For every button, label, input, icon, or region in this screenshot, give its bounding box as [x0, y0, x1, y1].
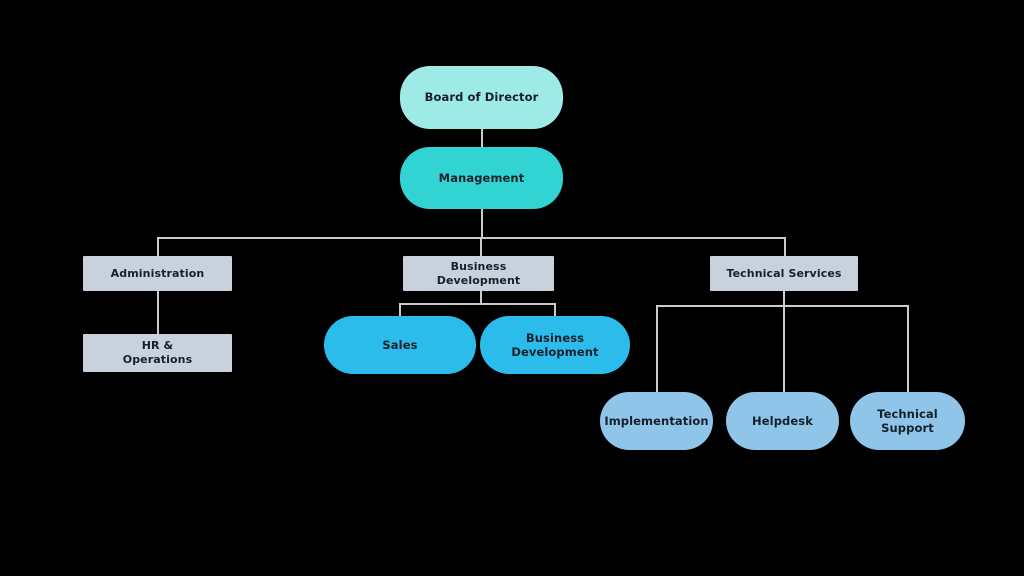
connector-bd-bar	[399, 303, 556, 305]
node-sales[interactable]: Sales	[324, 316, 476, 374]
node-helpdesk[interactable]: Helpdesk	[726, 392, 839, 450]
node-label-line2: Development	[511, 345, 599, 359]
connector-bd-trunk	[480, 290, 482, 304]
connector-drop-administration	[157, 237, 159, 256]
connector-board-to-management	[481, 128, 483, 150]
connector-drop-implementation	[656, 305, 658, 393]
connector-drop-technical-support	[907, 305, 909, 393]
connector-management-trunk	[481, 208, 483, 238]
connector-drop-helpdesk	[783, 305, 785, 393]
connector-ts-bar	[656, 305, 909, 307]
node-label: Business Development	[436, 259, 521, 287]
node-management[interactable]: Management	[400, 147, 563, 209]
node-label-line1: Business	[525, 330, 585, 345]
node-label-line2: Support	[881, 421, 934, 435]
node-label-line1: HR &	[141, 339, 174, 353]
node-label-line2: Operations	[122, 353, 193, 366]
node-label: Management	[438, 170, 525, 185]
node-label: Helpdesk	[752, 413, 813, 428]
connector-drop-sales	[399, 303, 401, 317]
node-business-development[interactable]: Business Development	[403, 256, 554, 291]
node-hr-operations[interactable]: HR & Operations	[83, 334, 232, 372]
node-label: Administration	[110, 266, 205, 280]
connector-ts-trunk	[783, 290, 785, 306]
connector-drop-bd-unit	[554, 303, 556, 317]
connector-drop-technical-services	[784, 237, 786, 256]
node-technical-services[interactable]: Technical Services	[710, 256, 858, 291]
node-administration[interactable]: Administration	[83, 256, 232, 291]
node-board-of-director[interactable]: Board of Director	[400, 66, 563, 129]
node-business-development-unit[interactable]: Business Development	[480, 316, 630, 374]
node-label: Technical Services	[726, 266, 842, 280]
connector-level2-bar	[157, 237, 786, 239]
node-label: Sales	[382, 337, 418, 352]
connector-administration-to-hr	[157, 290, 159, 334]
node-implementation[interactable]: Implementation	[600, 392, 713, 450]
node-label: Implementation	[604, 413, 709, 428]
node-label-line1: Technical	[877, 406, 938, 421]
node-technical-support[interactable]: Technical Support	[850, 392, 965, 450]
connector-drop-business-development	[480, 237, 482, 256]
node-label: Board of Director	[424, 90, 539, 105]
